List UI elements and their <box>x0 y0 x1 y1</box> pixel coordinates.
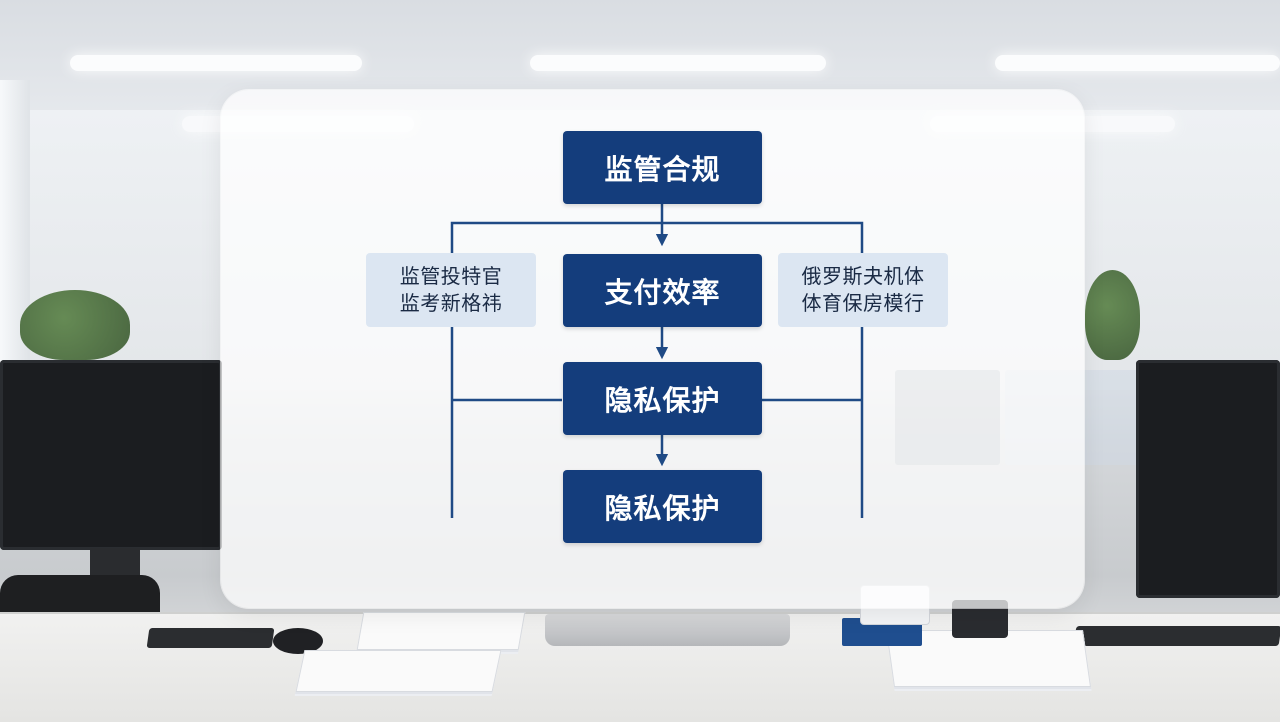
diagram-node: 隐私保护 <box>563 362 762 435</box>
side-note-line: 俄罗斯夬机体 <box>801 264 925 288</box>
side-note-line: 体育保房模行 <box>801 291 925 315</box>
ceiling-light <box>70 55 362 71</box>
side-note-line: 监管投特官 <box>399 264 503 288</box>
diagram-node: 隐私保护 <box>563 470 762 543</box>
diagram-node: 支付效率 <box>563 254 762 327</box>
plant <box>20 290 130 360</box>
side-note-right: 俄罗斯夬机体 体育保房模行 <box>778 253 948 327</box>
ceiling-light <box>530 55 826 71</box>
plant <box>1085 270 1140 360</box>
ceiling-light <box>995 55 1280 71</box>
diagram-node: 监管合规 <box>563 131 762 204</box>
bracket-top-line <box>450 221 864 518</box>
mouse <box>273 628 323 654</box>
side-note-line: 监考新格祎 <box>399 291 503 315</box>
side-note-left: 监管投特官 监考新格祎 <box>366 253 536 327</box>
monitor-left <box>0 360 222 550</box>
laptop <box>545 614 790 646</box>
monitor-right <box>1136 360 1280 598</box>
